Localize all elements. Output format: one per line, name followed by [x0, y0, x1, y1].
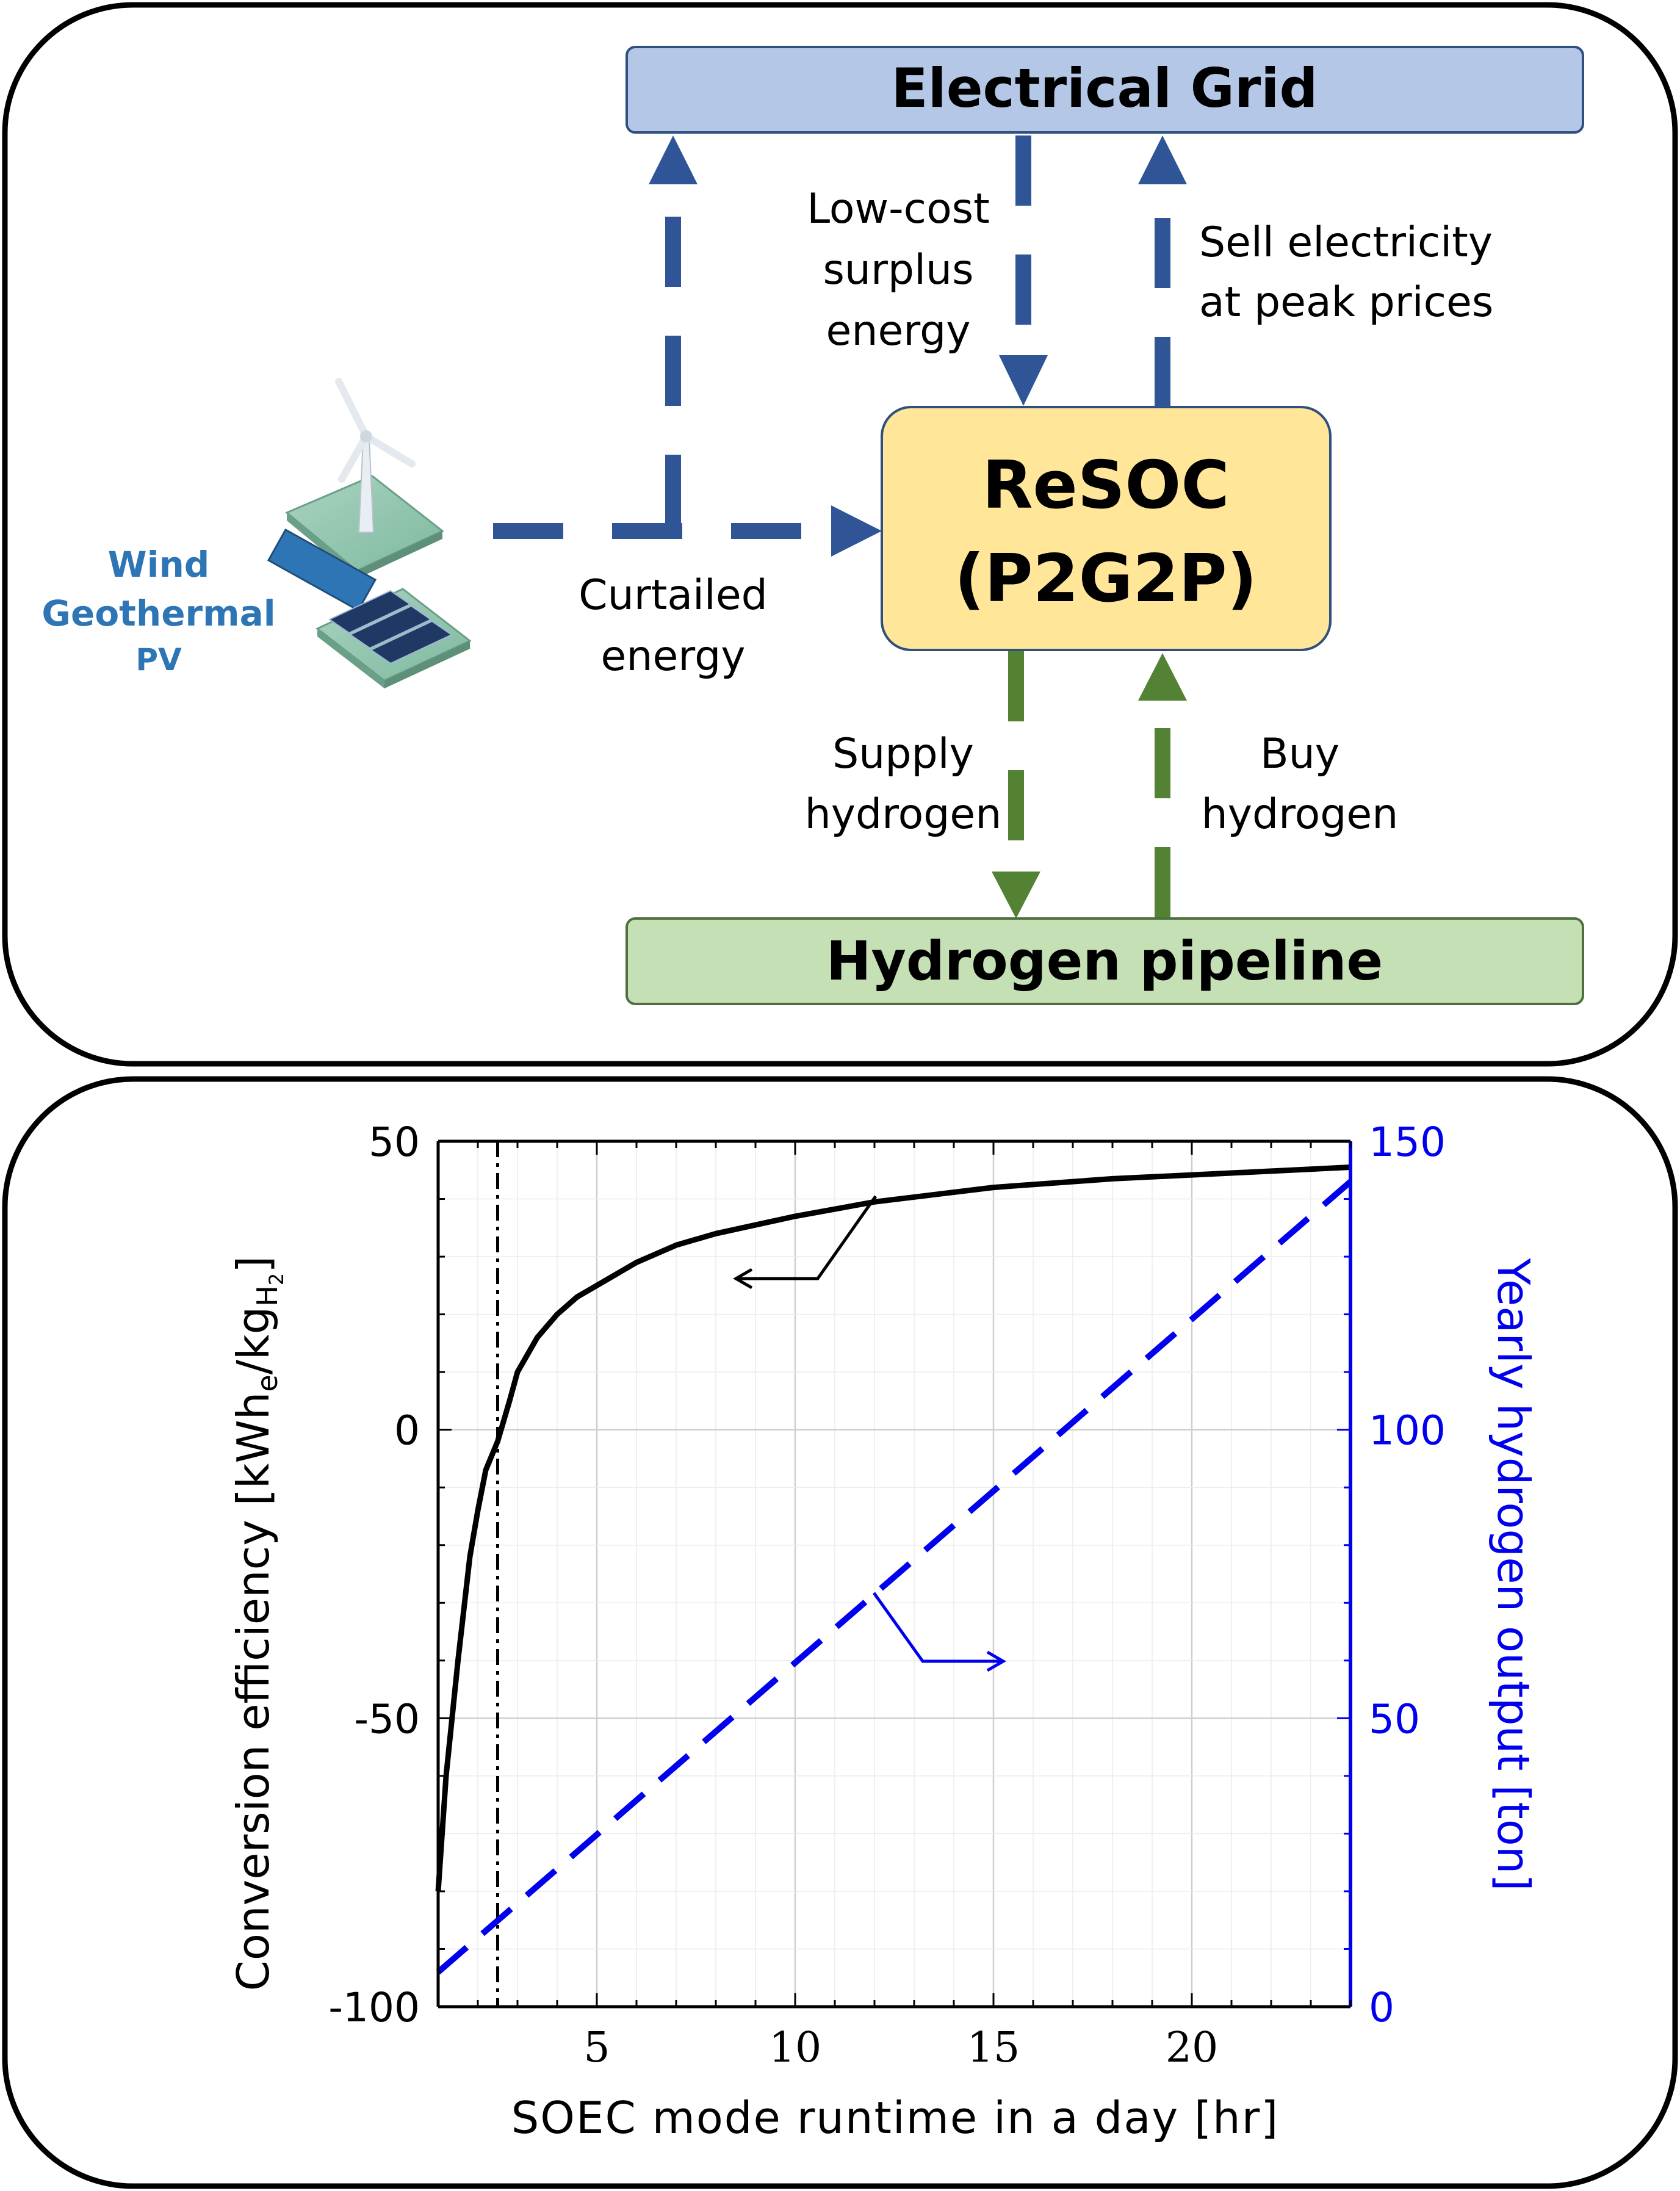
supply-label-line2: hydrogen — [805, 790, 1002, 839]
pipeline-to-resoc-arrow — [1138, 653, 1187, 917]
lowcost-label-line3: energy — [826, 307, 971, 355]
x-tick-label: 5 — [583, 2024, 610, 2072]
resoc-to-pipeline-arrow — [992, 651, 1040, 919]
resoc-label-line2: (P2G2P) — [954, 541, 1257, 617]
source-label-pv: PV — [135, 642, 182, 677]
y-left-tick-label: 0 — [394, 1407, 420, 1454]
chart-series — [435, 1141, 1353, 2007]
conversion-efficiency-line — [435, 1164, 1351, 1892]
source-label-wind: Wind — [108, 544, 210, 585]
resoc-label-line1: ReSOC — [982, 447, 1229, 524]
y-right-tick-label: 50 — [1369, 1695, 1420, 1742]
curtailed-energy-arrow — [493, 505, 882, 557]
y-right-tick-label: 100 — [1369, 1407, 1446, 1454]
curtailed-label-line2: energy — [601, 632, 746, 680]
lowcost-label-line1: Low-cost — [807, 185, 990, 233]
y-left-tick-label: -50 — [354, 1695, 420, 1742]
electrical-grid-label: Electrical Grid — [892, 57, 1318, 120]
chart: 5 10 15 20 50 0 -50 -100 150 100 50 0 SO… — [228, 1119, 1539, 2143]
sell-label-line1: Sell electricity — [1199, 218, 1493, 267]
y-right-axis-label: Yearly hydrogen output [ton] — [1488, 1258, 1539, 1891]
resoc-box — [881, 406, 1332, 651]
resoc-to-grid-arrow — [1138, 135, 1187, 407]
x-tick-label: 15 — [967, 2024, 1020, 2072]
curtailed-label-line1: Curtailed — [579, 571, 768, 619]
electrical-grid-box — [625, 46, 1584, 134]
right-axis-pointer — [872, 1592, 1007, 1672]
y-left-tick-label: -100 — [328, 1984, 420, 2031]
hydrogen-pipeline-label: Hydrogen pipeline — [826, 929, 1383, 992]
lowcost-label-line2: surplus — [823, 246, 973, 294]
x-tick-label: 10 — [769, 2024, 822, 2072]
x-tick-label: 20 — [1166, 2024, 1219, 2072]
source-label-geothermal: Geothermal — [41, 593, 275, 634]
y-right-tick-label: 150 — [1369, 1119, 1446, 1166]
y-left-tick-label: 50 — [369, 1119, 420, 1166]
curtailed-to-grid-arrow — [649, 135, 698, 525]
grid-to-resoc-arrow — [999, 135, 1048, 406]
x-axis-label: SOEC mode runtime in a day [hr] — [511, 2092, 1280, 2143]
hydrogen-pipeline-box — [625, 917, 1584, 1005]
buy-label-line1: Buy — [1260, 730, 1339, 778]
chart-ticks — [438, 1141, 1352, 2007]
buy-label-line2: hydrogen — [1202, 790, 1399, 839]
supply-label-line1: Supply — [832, 730, 974, 778]
left-axis-pointer — [732, 1195, 878, 1290]
y-left-axis-label: Conversion efficiency [kWhe/kgH2] — [228, 1256, 288, 1991]
y-right-tick-label: 0 — [1369, 1984, 1394, 2031]
renewable-source-illustration — [267, 378, 472, 688]
sell-label-line2: at peak prices — [1199, 278, 1493, 327]
hydrogen-output-line — [436, 1179, 1353, 1975]
chart-panel — [2, 1076, 1678, 2189]
